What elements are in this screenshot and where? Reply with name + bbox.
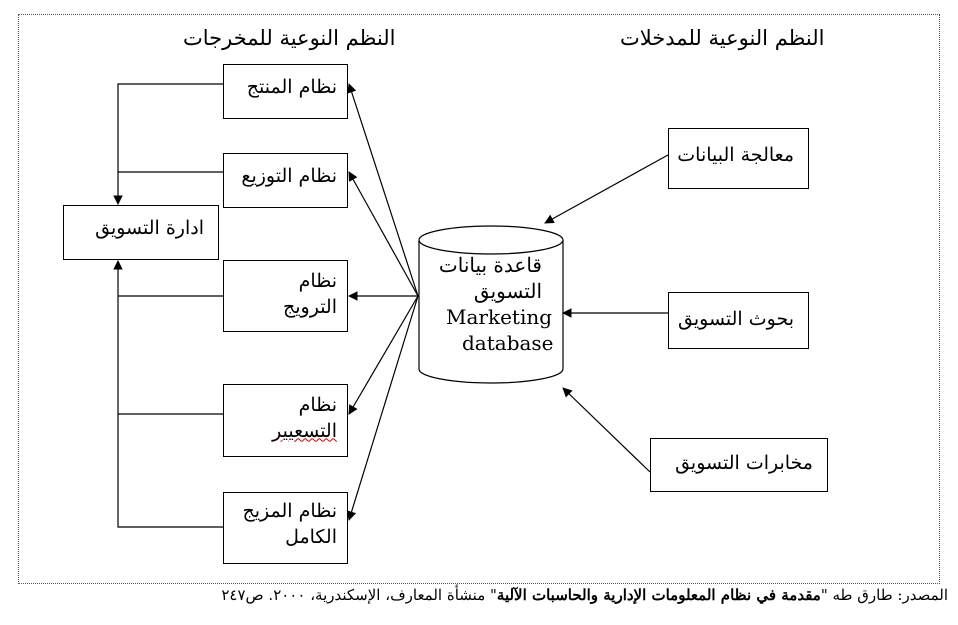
inputs-header: النظم النوعية للمدخلات xyxy=(620,26,825,50)
promotion-system-label-2: الترويج xyxy=(282,295,337,318)
source-citation: المصدر: طارق طه "مقدمة في نظام المعلومات… xyxy=(221,586,948,604)
promotion-system-label-1: نظام xyxy=(298,270,337,292)
database-label-en-1: Marketing xyxy=(446,305,553,329)
source-prefix: المصدر: طارق طه " xyxy=(820,586,948,604)
marketing-research-box: بحوث التسويق xyxy=(668,292,809,349)
database-label: قاعدة بيانات التسويق Marketing database xyxy=(420,252,564,356)
database-label-ar-1: قاعدة بيانات xyxy=(438,253,542,277)
mix-system-box: نظام المزيج الكامل xyxy=(223,492,348,564)
mix-system-label-1: نظام المزيج xyxy=(242,500,337,522)
marketing-research-label: بحوث التسويق xyxy=(678,308,794,330)
arrow-db-to-pricing xyxy=(348,295,419,415)
product-system-label: نظام المنتج xyxy=(246,76,337,98)
arrow-db-to-product xyxy=(347,83,419,297)
source-suffix: " منشأة المعارف، الإسكندرية، ٢٠٠٠. ص٢٤٧ xyxy=(221,586,497,604)
product-system-box: نظام المنتج xyxy=(223,64,348,119)
pricing-system-box: نظام التسعيير xyxy=(223,384,348,457)
arrow-dataprocessing-to-db xyxy=(544,154,669,224)
marketing-management-label: ادارة التسويق xyxy=(95,217,204,239)
marketing-intelligence-label: مخابرات التسويق xyxy=(675,452,813,474)
arrow-lower-outputs-to-management xyxy=(113,260,223,528)
source-title: مقدمة في نظام المعلومات الإدارية والحاسب… xyxy=(496,586,821,604)
promotion-system-box: نظام الترويج xyxy=(223,260,348,332)
distribution-system-box: نظام التوزيع xyxy=(223,153,348,208)
arrow-db-to-distribution xyxy=(348,171,419,297)
marketing-management-box: ادارة التسويق xyxy=(63,205,219,260)
data-processing-label: معالجة البيانات xyxy=(677,144,794,166)
arrow-product-distribution-to-management xyxy=(113,83,223,205)
database-label-en-2: database xyxy=(462,331,554,355)
database-cylinder xyxy=(418,225,564,384)
arrow-db-to-mix xyxy=(346,295,419,521)
mix-system-label-2: الكامل xyxy=(285,525,337,548)
outputs-header: النظم النوعية للمخرجات xyxy=(183,26,396,50)
data-processing-box: معالجة البيانات xyxy=(668,128,809,189)
arrow-intelligence-to-db xyxy=(562,387,651,473)
marketing-intelligence-box: مخابرات التسويق xyxy=(650,438,828,492)
diagram-frame xyxy=(18,14,940,584)
pricing-system-label-2: التسعيير xyxy=(272,419,337,442)
distribution-system-label: نظام التوزيع xyxy=(241,165,337,187)
pricing-system-label-1: نظام xyxy=(298,394,337,416)
database-label-ar-2: التسويق xyxy=(473,279,542,303)
